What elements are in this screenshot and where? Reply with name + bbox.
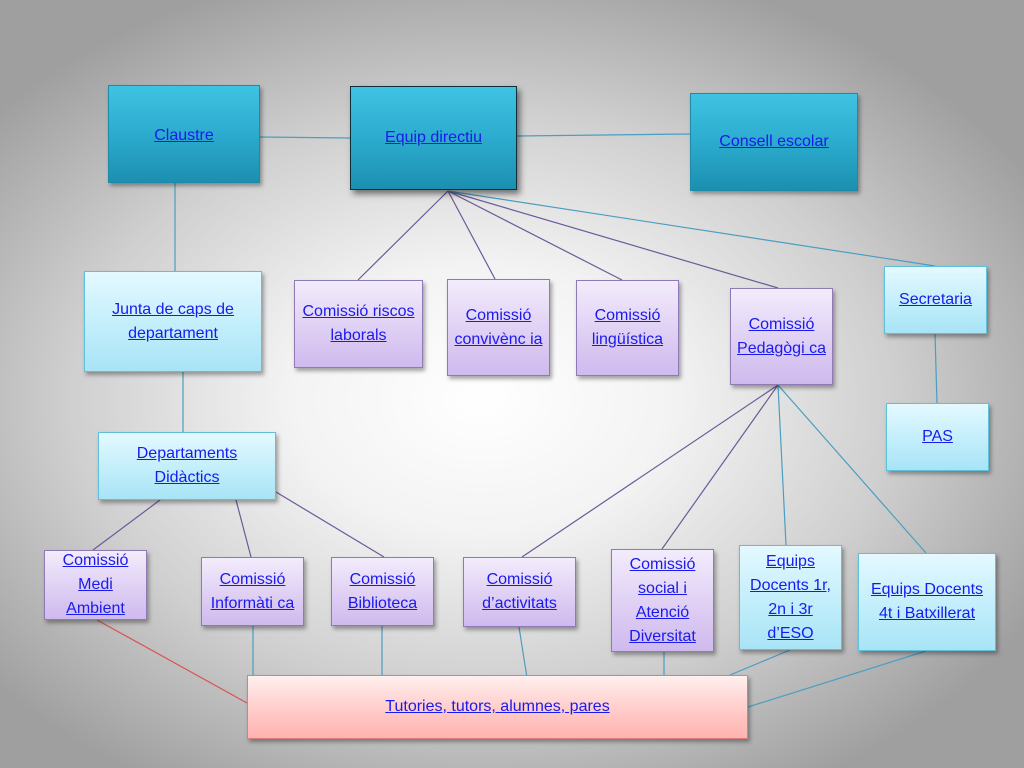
comissio-medi-box: Comissió Medi Ambient: [44, 550, 147, 620]
link-claustre-equip: [259, 136, 351, 139]
comissio-convivencia-box: Comissió convivènc ia: [447, 279, 550, 376]
link-activitats-tutories: [518, 626, 529, 685]
comissio-pedagogica-box: Comissió Pedagògi ca: [730, 288, 833, 385]
equips-eso-box: Equips Docents 1r, 2n i 3r d’ESO: [739, 545, 842, 650]
comissio-linguistica-link[interactable]: Comissió lingüística: [591, 307, 664, 348]
comissio-activitats-box: Comissió d’activitats: [463, 557, 576, 627]
pas-box: PAS: [886, 403, 989, 471]
secretaria-link[interactable]: Secretaria: [899, 291, 972, 308]
link-equip-secretaria: [447, 190, 936, 267]
link-equip-consell: [516, 133, 691, 137]
link-equip-riscos: [357, 190, 449, 281]
link-pedagogica-activitats: [521, 384, 779, 558]
link-departaments-biblioteca: [275, 491, 385, 558]
comissio-pedagogica-link[interactable]: Comissió Pedagògi ca: [737, 315, 826, 357]
claustre-link[interactable]: Claustre: [154, 127, 214, 144]
departaments-link[interactable]: Departaments Didàctics: [136, 445, 238, 486]
comissio-biblioteca-box: Comissió Biblioteca: [331, 557, 434, 626]
comissio-atencio-box: Comissió social i Atenció Diversitat: [611, 549, 714, 652]
comissio-linguistica-box: Comissió lingüística: [576, 280, 679, 376]
equip-directiu-link[interactable]: Equip directiu: [385, 129, 482, 146]
equips-batx-box: Equips Docents 4t i Batxillerat: [858, 553, 996, 651]
consell-escolar-box: Consell escolar: [690, 93, 858, 191]
comissio-riscos-box: Comissió riscos laborals: [294, 280, 423, 368]
link-equip-linguistica: [447, 190, 623, 281]
consell-escolar-link[interactable]: Consell escolar: [719, 133, 829, 150]
link-pedagogica-atencio: [661, 384, 779, 550]
claustre-box: Claustre: [108, 85, 260, 183]
comissio-riscos-link[interactable]: Comissió riscos laborals: [302, 303, 415, 344]
tutories-box: Tutories, tutors, alumnes, pares: [247, 675, 748, 739]
link-equip-pedagogica: [447, 190, 779, 289]
comissio-activitats-link[interactable]: Comissió d’activitats: [482, 571, 557, 612]
comissio-informatica-link[interactable]: Comissió Informàti ca: [210, 570, 295, 612]
link-eso-tutories: [729, 649, 791, 676]
pas-link[interactable]: PAS: [922, 428, 953, 445]
link-departaments-informatica: [235, 499, 252, 558]
link-secretaria-pas: [934, 333, 938, 404]
junta-caps-box: Junta de caps de departament: [84, 271, 262, 372]
link-pedagogica-batx: [777, 384, 927, 554]
link-medi-tutories: [96, 619, 248, 704]
link-equip-convivencia: [447, 190, 496, 280]
equips-batx-link[interactable]: Equips Docents 4t i Batxillerat: [870, 581, 984, 622]
comissio-medi-link[interactable]: Comissió Medi Ambient: [62, 552, 129, 617]
link-pedagogica-eso: [777, 384, 787, 546]
equip-directiu-box: Equip directiu: [350, 86, 517, 190]
comissio-atencio-link[interactable]: Comissió social i Atenció Diversitat: [629, 555, 696, 645]
tutories-link[interactable]: Tutories, tutors, alumnes, pares: [385, 698, 610, 715]
comissio-convivencia-link[interactable]: Comissió convivènc ia: [454, 306, 543, 348]
link-departaments-medi: [92, 499, 161, 551]
comissio-informatica-box: Comissió Informàti ca: [201, 557, 304, 626]
comissio-biblioteca-link[interactable]: Comissió Biblioteca: [347, 570, 418, 612]
junta-caps-link[interactable]: Junta de caps de departament: [112, 300, 234, 342]
equips-eso-link[interactable]: Equips Docents 1r, 2n i 3r d’ESO: [750, 552, 831, 642]
departaments-box: Departaments Didàctics: [98, 432, 276, 500]
link-batx-tutories: [747, 650, 927, 708]
secretaria-box: Secretaria: [884, 266, 987, 334]
